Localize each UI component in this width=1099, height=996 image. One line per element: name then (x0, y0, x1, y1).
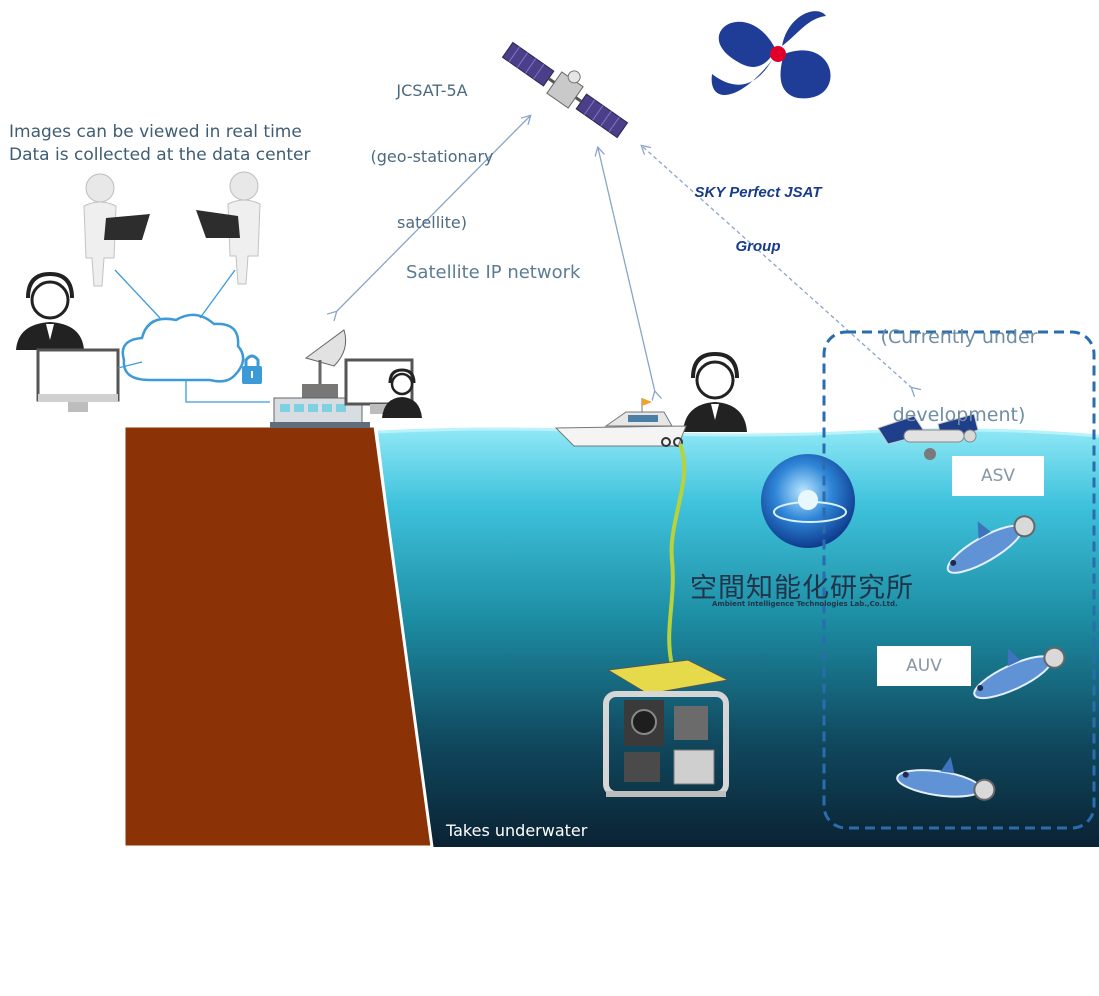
lab-logo-icon (761, 454, 855, 548)
user-with-laptop-icon (83, 173, 150, 287)
brand-line-2: Group (735, 238, 781, 255)
lab-name-japanese: 空間知能化研究所 (690, 573, 914, 604)
ocean-caption-line-2: videos including (446, 887, 576, 906)
ocean (377, 427, 1099, 847)
satellite-label: JCSAT-5A (geo-stationary satellite) (357, 36, 507, 256)
asv-vehicle-icon (877, 413, 979, 460)
link-boat-satellite (598, 148, 655, 392)
monitor-icon (36, 348, 120, 412)
ground-station-icon (270, 329, 370, 428)
operator-icon (683, 351, 747, 432)
brand-line-1: SKY Perfect JSAT (694, 184, 822, 201)
cloud-icon (121, 313, 245, 383)
tether-cable (667, 443, 687, 666)
auv-vehicle-icon (946, 515, 1036, 574)
development-line-2: development) (892, 404, 1026, 426)
auv-vehicle-icon (973, 646, 1066, 700)
satellite-name: JCSAT-5A (396, 81, 468, 100)
sky-perfect-jsat-logo (711, 11, 831, 99)
info-line-realtime: Images can be viewed in real time (9, 122, 302, 142)
network-label: Satellite IP network (406, 262, 581, 283)
satellite-type-end: satellite) (397, 213, 467, 232)
development-line-1: (Currently under (880, 326, 1038, 348)
boat-icon (554, 398, 687, 447)
link-asv-satellite (642, 146, 912, 388)
brand-label: SKY Perfect JSAT Group (684, 148, 832, 274)
rov-icon (603, 659, 730, 797)
diagram-canvas (16, 11, 1099, 847)
info-line-datacenter: Data is collected at the data center (9, 145, 311, 165)
ocean-caption-line-3: the ocean bottom (446, 953, 589, 972)
development-label: (Currently under development) (852, 272, 1066, 454)
satellite-icon (501, 41, 629, 139)
link-base-satellite (336, 116, 530, 312)
lock-icon (242, 354, 262, 384)
auv-label: AUV (877, 646, 971, 686)
operator-icon (382, 368, 422, 418)
auv-vehicle-icon (896, 756, 996, 801)
asv-label: ASV (952, 456, 1044, 496)
network-links (336, 116, 912, 392)
lab-name-english: Ambient Intelligence Technologies Lab.,C… (712, 600, 898, 608)
ocean-caption-line-1: Takes underwater (446, 821, 588, 840)
user-with-laptop-icon (196, 171, 261, 285)
ocean-caption: Takes underwater videos including the oc… (446, 776, 589, 996)
cloud-links (114, 269, 270, 403)
development-frame (822, 330, 1096, 830)
satellite-type: (geo-stationary (370, 147, 494, 166)
operator-icon (16, 271, 84, 350)
